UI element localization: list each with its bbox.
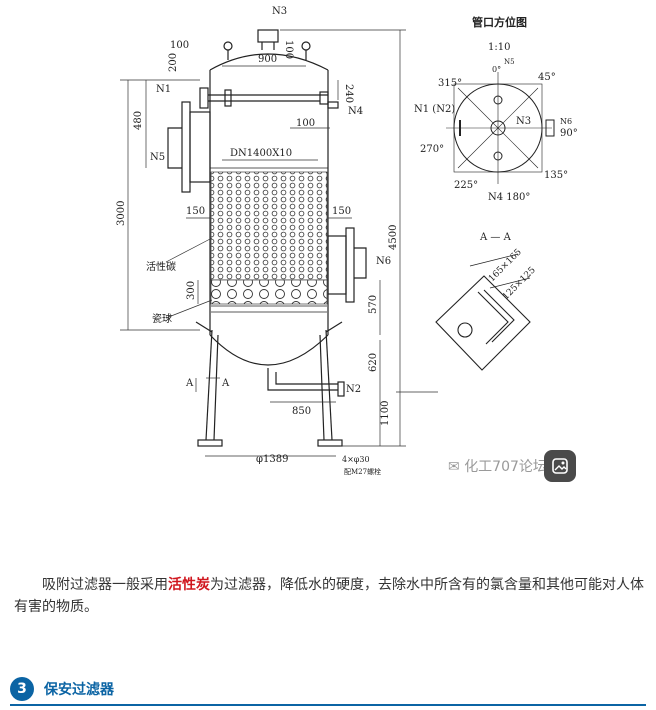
label-1389: φ1389 <box>256 454 288 465</box>
label-850: 850 <box>292 406 311 417</box>
label-carbon: 活性碳 <box>146 260 176 273</box>
watermark-text: ✉ 化工707论坛 <box>448 459 547 475</box>
label-n2: N2 <box>346 384 361 395</box>
label-620: 620 <box>368 353 379 372</box>
label-100-b: 100 <box>296 118 315 129</box>
label-200: 200 <box>168 53 179 72</box>
section-number-badge: 3 <box>10 677 34 701</box>
orientation-315: 315° <box>438 78 462 89</box>
label-300: 300 <box>186 281 197 300</box>
orientation-225: 225° <box>454 180 478 191</box>
orientation-scale: 1:10 <box>488 42 510 53</box>
image-action-button[interactable] <box>544 450 576 482</box>
label-n1: N1 <box>156 84 171 95</box>
label-ceramic: 瓷球 <box>152 312 172 325</box>
orientation-135: 135° <box>544 170 568 181</box>
image-search-icon <box>552 458 568 474</box>
label-n3: N3 <box>272 6 287 17</box>
label-4500: 4500 <box>388 225 399 250</box>
label-bolt-note: 配M27螺栓 <box>344 467 381 476</box>
label-150-left: 150 <box>186 206 205 217</box>
label-1100: 1100 <box>380 401 391 426</box>
orientation-45: 45° <box>538 72 556 83</box>
orientation-90: 90° <box>560 128 578 139</box>
label-570: 570 <box>368 295 379 314</box>
label-a-left-2: A <box>221 378 230 389</box>
orientation-n1n2: N1 (N2) <box>414 104 455 115</box>
label-900: 900 <box>258 54 277 65</box>
label-n6: N6 <box>376 256 391 267</box>
filter-drawing: N3 100 100 200 900 N1 480 240 N4 100 N5 … <box>116 6 578 476</box>
label-3000: 3000 <box>116 201 127 226</box>
section-heading: 3 保安过滤器 <box>10 676 114 702</box>
label-100-top: 100 <box>283 40 294 59</box>
orientation-0: 0° <box>492 65 501 74</box>
highlight-term[interactable]: 活性炭 <box>168 577 210 593</box>
label-dn1400: DN1400X10 <box>230 148 292 159</box>
orientation-n3: N3 <box>516 116 531 127</box>
section-title: 保安过滤器 <box>44 682 114 698</box>
label-n5: N5 <box>150 152 165 163</box>
wechat-icon: ✉ <box>448 459 460 475</box>
orientation-n6: N6 <box>560 117 572 126</box>
label-100-a: 100 <box>170 40 189 51</box>
section-title: A — A <box>479 232 512 243</box>
label-4x30: 4×φ30 <box>342 455 370 464</box>
orientation-title: 管口方位图 <box>472 15 527 29</box>
label-a-left: A <box>185 378 194 389</box>
orientation-n5: N5 <box>504 58 515 66</box>
section-underline <box>10 704 646 706</box>
label-480: 480 <box>133 111 144 130</box>
description-paragraph: 吸附过滤器一般采用活性炭为过滤器，降低水的硬度，去除水中所含有的氯含量和其他可能… <box>14 577 644 615</box>
orientation-270: 270° <box>420 144 444 155</box>
label-240: 240 <box>343 84 354 103</box>
label-150-right: 150 <box>332 206 351 217</box>
orientation-n4-180: N4 180° <box>488 192 530 203</box>
label-n4: N4 <box>348 106 363 117</box>
